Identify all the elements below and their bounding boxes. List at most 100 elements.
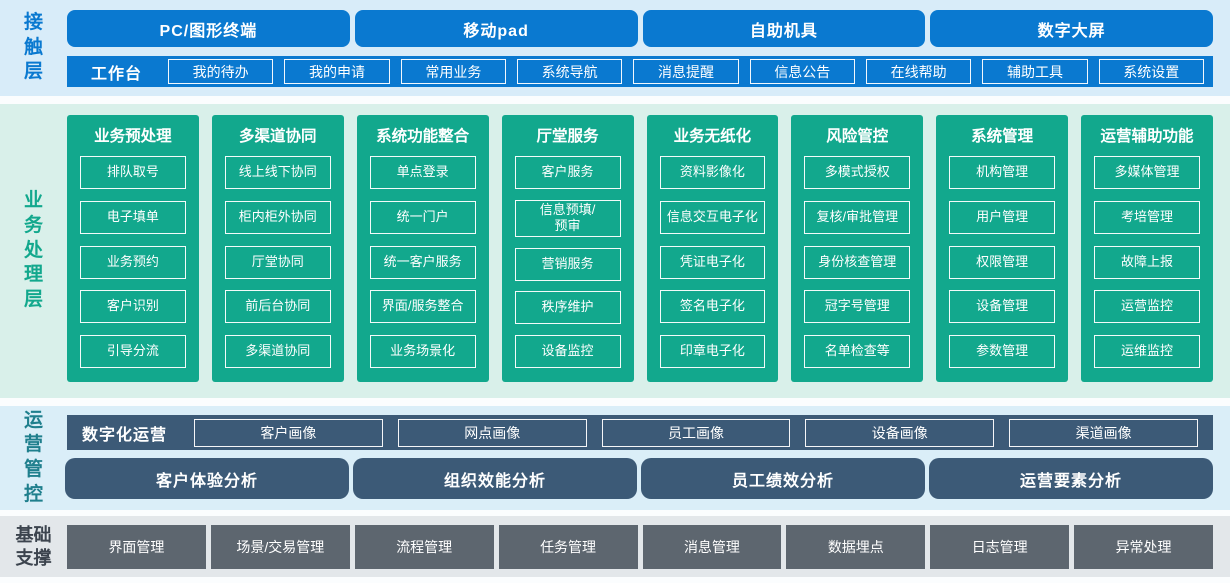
workbench-label: 工作台 <box>91 65 143 83</box>
foundation-ui-mgmt: 界面管理 <box>67 525 206 569</box>
foundation-data-tracking: 数据埋点 <box>786 525 926 569</box>
foundation-layer-band: 基础支撑 界面管理 场景/交易管理 流程管理 任务管理 消息管理 数据埋点 日志… <box>0 516 1230 577</box>
operations-layer-band: 运营管控 数字化运营 客户画像 网点画像 员工画像 设备画像 渠道画像 客户体验… <box>0 406 1230 510</box>
column-title: 系统管理 <box>971 128 1034 145</box>
business-layer-label: 业务处理层 <box>0 104 67 398</box>
column-title: 风险管控 <box>826 128 889 145</box>
workbench-item-online-help: 在线帮助 <box>865 59 972 84</box>
analysis-employee-performance: 员工绩效分析 <box>641 458 925 499</box>
item-device-mgmt: 设备管理 <box>949 290 1056 324</box>
column-items: 排队取号 电子填单 业务预约 客户识别 引导分流 <box>80 156 186 368</box>
item-seal-electronic: 印章电子化 <box>659 335 766 368</box>
item-identity-verification: 身份核查管理 <box>804 245 911 279</box>
column-system-integration: 系统功能整合 单点登录 统一门户 统一客户服务 界面/服务整合 业务场景化 <box>356 115 489 382</box>
item-multimode-authorization: 多模式授权 <box>804 156 911 189</box>
item-device-monitor: 设备监控 <box>514 334 621 368</box>
item-lobby-collab: 厅堂协同 <box>224 245 331 279</box>
item-list-check: 名单检查等 <box>804 335 911 368</box>
workbench-item-common-business: 常用业务 <box>400 59 506 84</box>
item-business-booking: 业务预约 <box>80 245 186 279</box>
column-title: 业务预处理 <box>94 128 172 145</box>
column-risk-control: 风险管控 多模式授权 复核/审批管理 身份核查管理 冠字号管理 名单检查等 <box>791 115 924 382</box>
foundation-exception-handling: 异常处理 <box>1074 525 1213 569</box>
foundation-layer-label: 基础支撑 <box>0 516 67 577</box>
item-unified-customer-service: 统一客户服务 <box>369 245 476 279</box>
operations-layer-label: 运营管控 <box>0 406 67 510</box>
column-title: 业务无纸化 <box>673 128 752 145</box>
contact-layer-label: 接触层 <box>0 0 67 96</box>
operations-layer-label-text: 运营管控 <box>23 409 43 505</box>
foundation-layer-label-text: 基础支撑 <box>15 525 52 568</box>
item-org-mgmt: 机构管理 <box>949 156 1056 189</box>
item-business-scenario: 业务场景化 <box>369 335 476 368</box>
column-ops-aux-functions: 运营辅助功能 多媒体管理 考培管理 故障上报 运营监控 运维监控 <box>1081 115 1213 382</box>
foundation-task-mgmt: 任务管理 <box>498 525 638 569</box>
column-lobby-service: 厅堂服务 客户服务 信息预填/ 预审 营销服务 秩序维护 设备监控 <box>501 115 634 382</box>
workbench-item-system-settings: 系统设置 <box>1098 59 1204 84</box>
item-online-offline-collab: 线上线下协同 <box>224 156 331 189</box>
item-unified-portal: 统一门户 <box>369 200 476 234</box>
item-order-maintenance: 秩序维护 <box>514 291 621 325</box>
column-multichannel-collab: 多渠道协同 线上线下协同 柜内柜外协同 厅堂协同 前后台协同 多渠道协同 <box>211 115 344 382</box>
analysis-operation-factors: 运营要素分析 <box>929 458 1213 499</box>
business-columns: 业务预处理 排队取号 电子填单 业务预约 客户识别 引导分流 多渠道协同 线上线… <box>67 115 1213 382</box>
foundation-message-mgmt: 消息管理 <box>642 525 782 569</box>
column-title: 厅堂服务 <box>536 128 599 145</box>
item-queue-number: 排队取号 <box>80 156 186 189</box>
item-parameter-mgmt: 参数管理 <box>949 335 1056 368</box>
foundation-row: 界面管理 场景/交易管理 流程管理 任务管理 消息管理 数据埋点 日志管理 异常… <box>67 525 1213 569</box>
channel-row: PC/图形终端 移动pad 自助机具 数字大屏 <box>67 10 1213 47</box>
item-marketing-service: 营销服务 <box>514 247 621 281</box>
channel-digital-screen: 数字大屏 <box>930 10 1213 47</box>
item-info-prefill-preaudit: 信息预填/ 预审 <box>514 199 621 238</box>
item-training-mgmt: 考培管理 <box>1094 200 1200 234</box>
item-guide-divert: 引导分流 <box>80 335 186 368</box>
item-counter-collab: 柜内柜外协同 <box>224 200 331 234</box>
item-single-signon: 单点登录 <box>369 156 476 189</box>
item-info-exchange-electronic: 信息交互电子化 <box>659 200 766 234</box>
workbench-item-aux-tools: 辅助工具 <box>982 59 1088 84</box>
analysis-org-effectiveness: 组织效能分析 <box>353 458 637 499</box>
channel-pc-terminal: PC/图形终端 <box>67 10 350 47</box>
item-serial-number-mgmt: 冠字号管理 <box>804 290 911 324</box>
item-review-approval: 复核/审批管理 <box>804 200 911 234</box>
column-title: 运营辅助功能 <box>1100 128 1194 145</box>
item-voucher-electronic: 凭证电子化 <box>659 245 766 279</box>
portrait-employee: 员工画像 <box>601 418 791 447</box>
business-layer-band: 业务处理层 业务预处理 排队取号 电子填单 业务预约 客户识别 引导分流 多渠道… <box>0 104 1230 398</box>
item-signature-electronic: 签名电子化 <box>659 290 766 324</box>
column-items: 多媒体管理 考培管理 故障上报 运营监控 运维监控 <box>1094 156 1200 368</box>
foundation-scene-transaction-mgmt: 场景/交易管理 <box>210 525 350 569</box>
business-layer-label-text: 业务处理层 <box>23 190 43 311</box>
analysis-customer-experience: 客户体验分析 <box>65 458 349 499</box>
workbench-item-announcements: 信息公告 <box>749 59 855 84</box>
column-business-preprocess: 业务预处理 排队取号 电子填单 业务预约 客户识别 引导分流 <box>67 115 199 382</box>
column-system-management: 系统管理 机构管理 用户管理 权限管理 设备管理 参数管理 <box>936 115 1069 382</box>
column-items: 线上线下协同 柜内柜外协同 厅堂协同 前后台协同 多渠道协同 <box>224 156 331 368</box>
column-items: 资料影像化 信息交互电子化 凭证电子化 签名电子化 印章电子化 <box>659 156 766 368</box>
item-multimedia-mgmt: 多媒体管理 <box>1094 156 1200 189</box>
item-customer-identify: 客户识别 <box>80 290 186 324</box>
column-paperless-business: 业务无纸化 资料影像化 信息交互电子化 凭证电子化 签名电子化 印章电子化 <box>646 115 779 382</box>
channel-self-service: 自助机具 <box>642 10 926 47</box>
channel-mobile-pad: 移动pad <box>354 10 638 47</box>
workbench-item-system-nav: 系统导航 <box>517 59 623 84</box>
digital-operations-label: 数字化运营 <box>82 426 168 444</box>
item-permission-mgmt: 权限管理 <box>949 245 1056 279</box>
digital-operations-bar: 数字化运营 客户画像 网点画像 员工画像 设备画像 渠道画像 <box>67 415 1213 450</box>
column-items: 单点登录 统一门户 统一客户服务 界面/服务整合 业务场景化 <box>369 156 476 368</box>
column-title: 系统功能整合 <box>376 128 470 145</box>
portrait-channel: 渠道画像 <box>1009 418 1198 447</box>
item-operation-monitor: 运营监控 <box>1094 290 1200 324</box>
workbench-bar: 工作台 我的待办 我的申请 常用业务 系统导航 消息提醒 信息公告 在线帮助 辅… <box>67 56 1213 87</box>
portrait-customer: 客户画像 <box>194 418 383 447</box>
workbench-item-message-alert: 消息提醒 <box>633 59 739 84</box>
foundation-log-mgmt: 日志管理 <box>930 525 1070 569</box>
item-multichannel-collab: 多渠道协同 <box>224 335 331 368</box>
column-items: 多模式授权 复核/审批管理 身份核查管理 冠字号管理 名单检查等 <box>804 156 911 368</box>
analysis-row: 客户体验分析 组织效能分析 员工绩效分析 运营要素分析 <box>65 458 1213 499</box>
workbench-item-todo: 我的待办 <box>168 59 274 84</box>
item-ui-service-integration: 界面/服务整合 <box>369 290 476 324</box>
item-front-back-collab: 前后台协同 <box>224 290 331 324</box>
